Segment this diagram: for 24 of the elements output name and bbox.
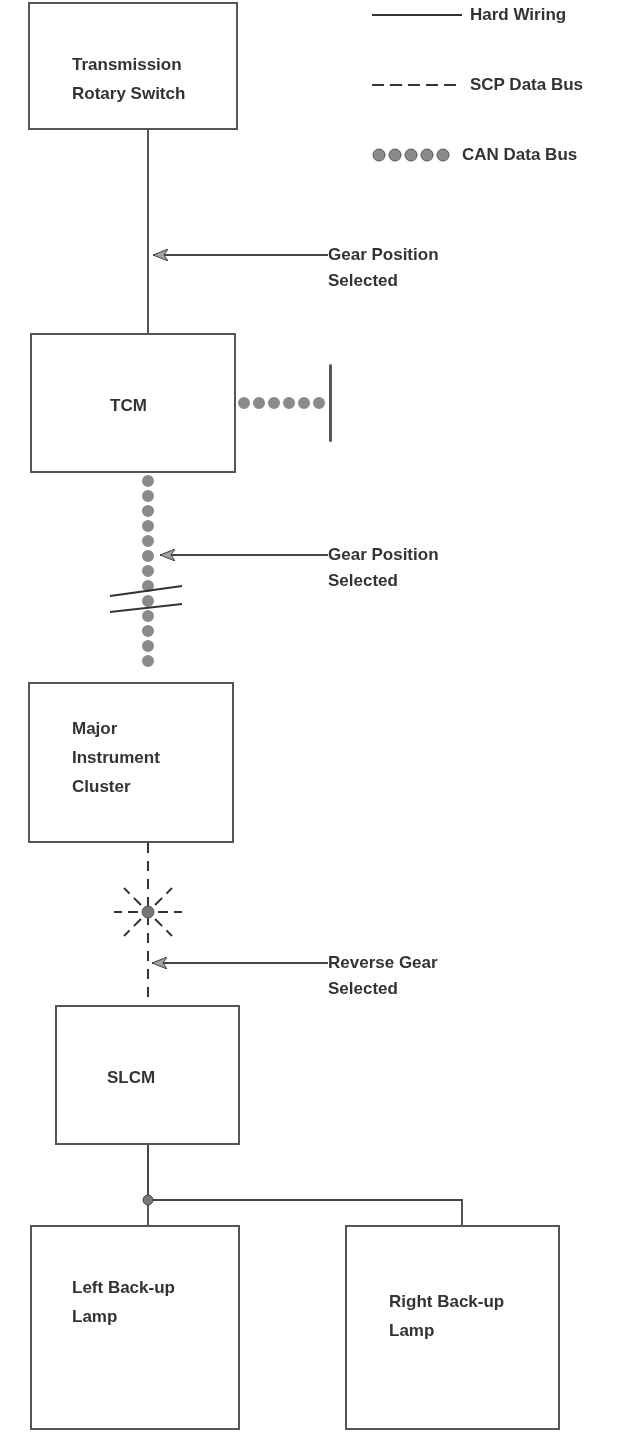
leader-arrow (151, 956, 329, 970)
module-box (30, 1225, 240, 1430)
callout-text: Reverse Gear Selected (328, 950, 478, 1002)
module-label: Right Back-up Lamp (389, 1291, 506, 1342)
module-label: Left Back-up Lamp (72, 1277, 176, 1328)
module-box (30, 333, 236, 473)
leader-arrow (159, 548, 329, 562)
module-label: TCM (110, 395, 147, 417)
legend-label: Hard Wiring (470, 4, 567, 26)
wire (147, 1144, 463, 1226)
module-box (55, 1005, 240, 1145)
module-label: SLCM (107, 1067, 156, 1089)
module-label: Major Instrument Cluster (72, 718, 161, 798)
module-label: Transmission Rotary Switch (72, 54, 187, 105)
callout-text: Gear Position Selected (328, 242, 478, 294)
legend-label: CAN Data Bus (462, 144, 578, 166)
bus-terminator-bar (329, 364, 332, 442)
callout-text: Gear Position Selected (328, 542, 478, 594)
module-box (345, 1225, 560, 1430)
module-box (28, 682, 234, 843)
module-box (28, 2, 238, 130)
leader-arrow (152, 248, 329, 262)
wire (147, 129, 149, 334)
legend-label: SCP Data Bus (470, 74, 584, 96)
